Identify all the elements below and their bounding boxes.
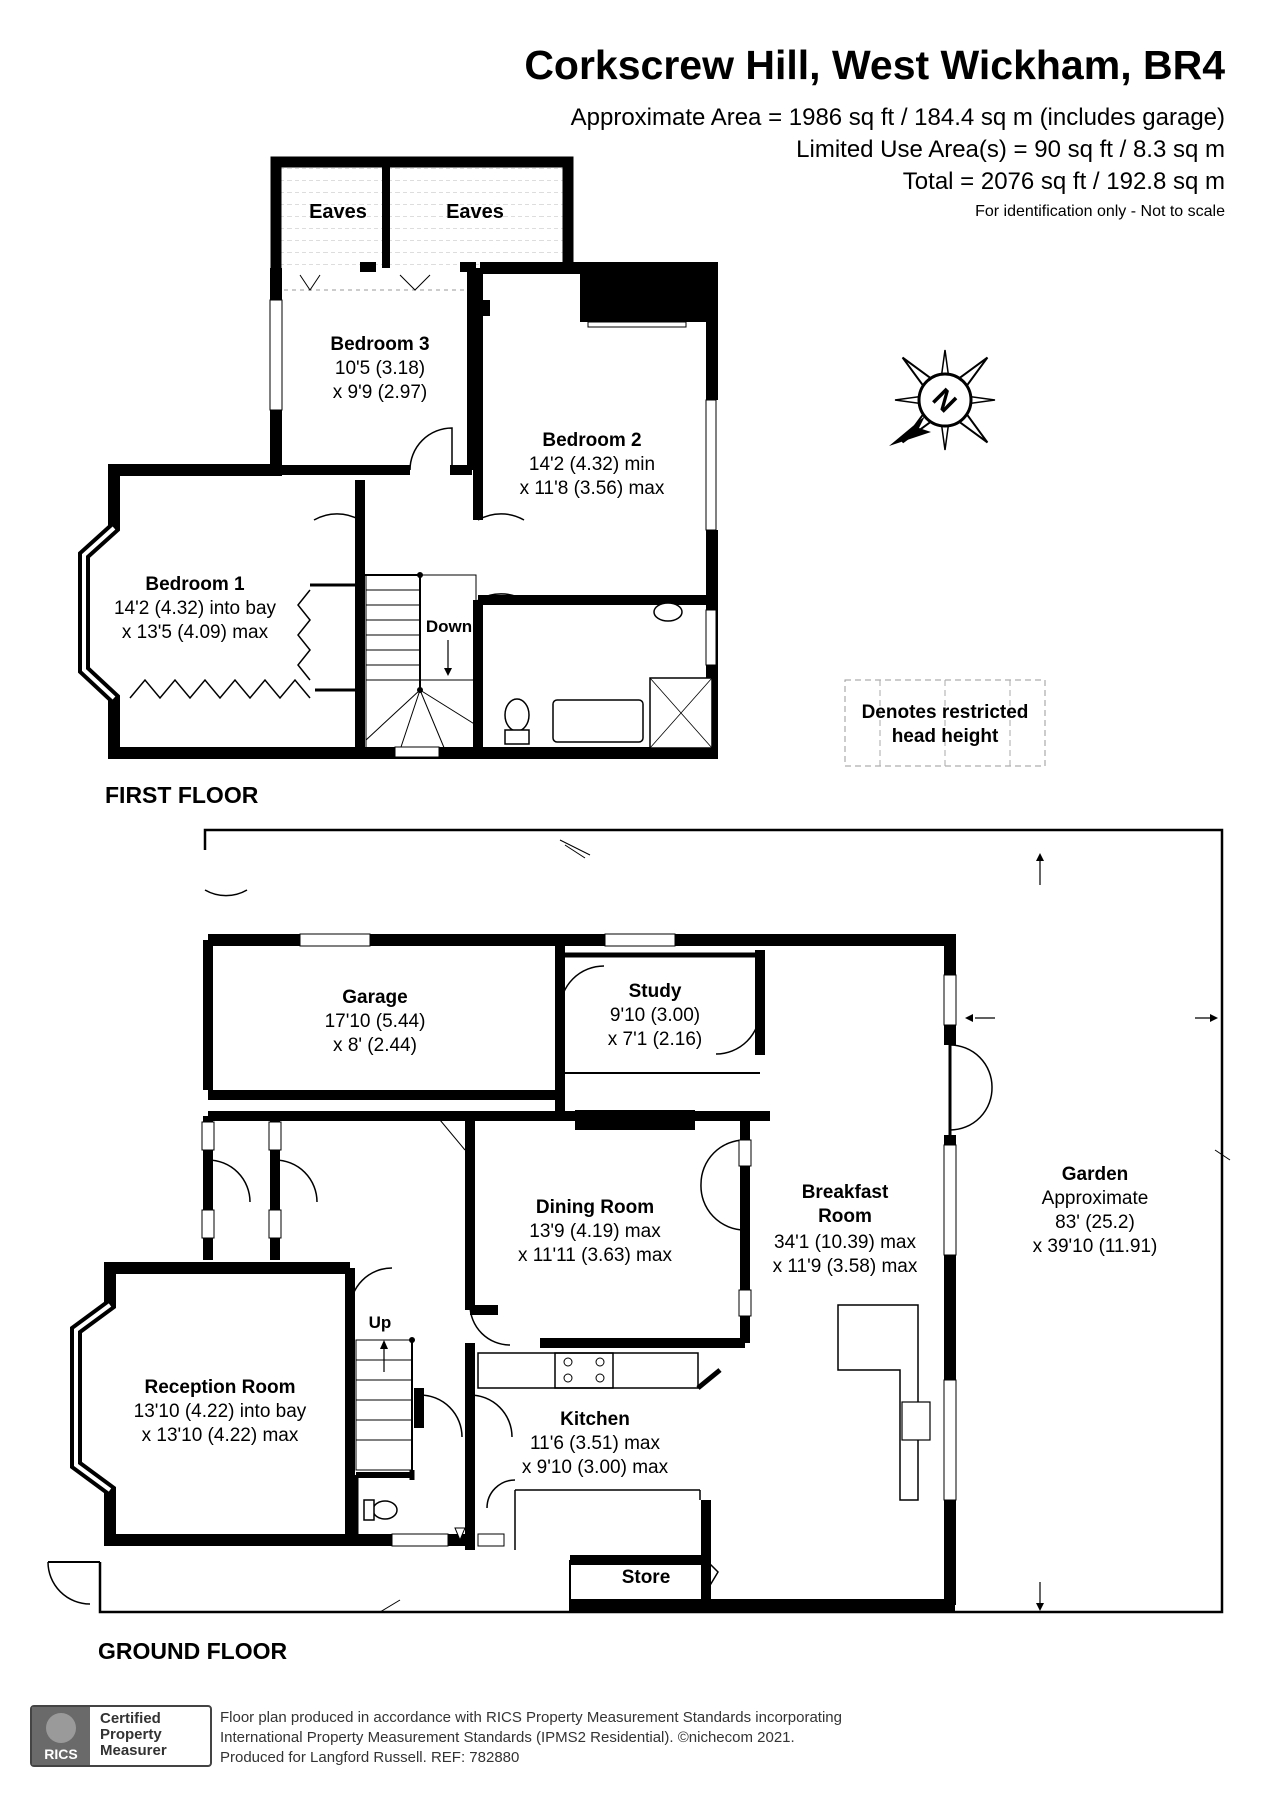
- eaves-restricted-area: [278, 168, 567, 270]
- bath: [552, 699, 644, 743]
- bedroom1-dim2: x 13'5 (4.09) max: [122, 622, 269, 643]
- bedroom3-dim1: 10'5 (3.18): [335, 358, 425, 379]
- eaves-right-label: Eaves: [446, 201, 504, 223]
- bedroom2-dim1: 14'2 (4.32) min: [529, 454, 655, 475]
- ground-floor-plan: [47, 828, 1231, 1614]
- breakfast-dim2: x 11'9 (3.58) max: [773, 1256, 918, 1277]
- chimney-breast: [580, 262, 712, 322]
- rics-logo-text: RICS: [44, 1746, 78, 1762]
- garden-dim1: 83' (25.2): [1055, 1212, 1135, 1233]
- ground-floor-stairs: [355, 1337, 415, 1480]
- scale-note: For identification only - Not to scale: [975, 203, 1225, 220]
- breakfast-name2: Room: [818, 1206, 872, 1227]
- toilet: [504, 698, 530, 732]
- reception-dim2: x 13'10 (4.22) max: [142, 1425, 299, 1446]
- breakfast-bar: [837, 1304, 919, 1501]
- wc-toilet: [372, 1500, 398, 1520]
- compass-rose-icon: N: [889, 349, 996, 451]
- footer-notes: Floor plan produced in accordance with R…: [220, 1708, 842, 1768]
- rics-logo-icon: RICS: [32, 1707, 90, 1765]
- dining-dim1: 13'9 (4.19) max: [529, 1221, 661, 1242]
- sink: [901, 1401, 931, 1441]
- study-dim1: 9'10 (3.00): [610, 1005, 700, 1026]
- eaves-wall: [270, 156, 574, 270]
- rics-certified-badge: RICS Certified Property Measurer: [30, 1705, 212, 1767]
- limited-use-area: Limited Use Area(s) = 90 sq ft / 8.3 sq …: [796, 136, 1225, 163]
- bedroom3-dim2: x 9'9 (2.97): [333, 382, 427, 403]
- garden-approximate: Approximate: [1042, 1188, 1149, 1209]
- bedroom3-window: [269, 299, 283, 411]
- badge-line2: Property: [100, 1726, 162, 1743]
- page-title: Corkscrew Hill, West Wickham, BR4: [524, 42, 1225, 88]
- first-floor-labels: Eaves Eaves Bedroom 3 10'5 (3.18) x 9'9 …: [114, 201, 1028, 747]
- first-floor-plan: [78, 156, 718, 759]
- bedroom1-dim1: 14'2 (4.32) into bay: [114, 598, 277, 619]
- legend-line1: Denotes restricted: [862, 702, 1029, 723]
- study-dim2: x 7'1 (2.16): [608, 1029, 702, 1050]
- total-area: Total = 2076 sq ft / 192.8 sq m: [902, 168, 1225, 195]
- kitchen-name: Kitchen: [560, 1409, 630, 1430]
- ground-floor-labels: Garage 17'10 (5.44) x 8' (2.44) Study 9'…: [134, 981, 1158, 1588]
- dining-dim2: x 11'11 (3.63) max: [518, 1245, 672, 1266]
- first-floor-stairs: [365, 572, 477, 758]
- garage-dim2: x 8' (2.44): [333, 1035, 417, 1056]
- kitchen-dim2: x 9'10 (3.00) max: [522, 1457, 669, 1478]
- reception-name: Reception Room: [145, 1377, 296, 1398]
- garage-name: Garage: [342, 987, 407, 1008]
- garden-name: Garden: [1062, 1164, 1129, 1185]
- study-name: Study: [629, 981, 682, 1002]
- legend-line2: head height: [892, 726, 999, 747]
- bedroom1-name: Bedroom 1: [145, 574, 245, 595]
- breakfast-name1: Breakfast: [802, 1182, 889, 1203]
- rics-badge-text: Certified Property Measurer: [100, 1711, 167, 1759]
- approximate-area: Approximate Area = 1986 sq ft / 184.4 sq…: [570, 104, 1225, 131]
- wardrobe-doors: [129, 678, 311, 700]
- dining-name: Dining Room: [536, 1197, 654, 1218]
- hob: [554, 1352, 614, 1389]
- store-label: Store: [622, 1567, 671, 1588]
- restricted-height-legend: [844, 679, 1046, 767]
- garage-dim1: 17'10 (5.44): [325, 1011, 426, 1032]
- footer-line3: Produced for Langford Russell. REF: 7828…: [220, 1749, 520, 1766]
- garden-dim2: x 39'10 (11.91): [1033, 1236, 1158, 1257]
- bedroom2-dim2: x 11'8 (3.56) max: [520, 478, 665, 499]
- garden-boundary: [203, 828, 1224, 1614]
- stairs-up-label: Up: [369, 1313, 392, 1332]
- breakfast-dim1: 34'1 (10.39) max: [774, 1232, 916, 1253]
- reception-dim1: 13'10 (4.22) into bay: [134, 1401, 307, 1422]
- footer-line1: Floor plan produced in accordance with R…: [220, 1709, 842, 1726]
- kitchen-worktop: [477, 1352, 699, 1389]
- bedroom3-name: Bedroom 3: [330, 334, 429, 355]
- first-floor-label: FIRST FLOOR: [105, 782, 259, 808]
- badge-line3: Measurer: [100, 1742, 167, 1759]
- footer-line2: International Property Measurement Stand…: [220, 1729, 795, 1746]
- ground-floor-label: GROUND FLOOR: [98, 1638, 288, 1664]
- kitchen-dim1: 11'6 (3.51) max: [530, 1433, 661, 1454]
- stairs-down-label: Down: [426, 617, 472, 636]
- bedroom2-name: Bedroom 2: [542, 430, 641, 451]
- badge-line1: Certified: [100, 1710, 161, 1727]
- eaves-left-label: Eaves: [309, 201, 367, 223]
- basin: [653, 602, 683, 622]
